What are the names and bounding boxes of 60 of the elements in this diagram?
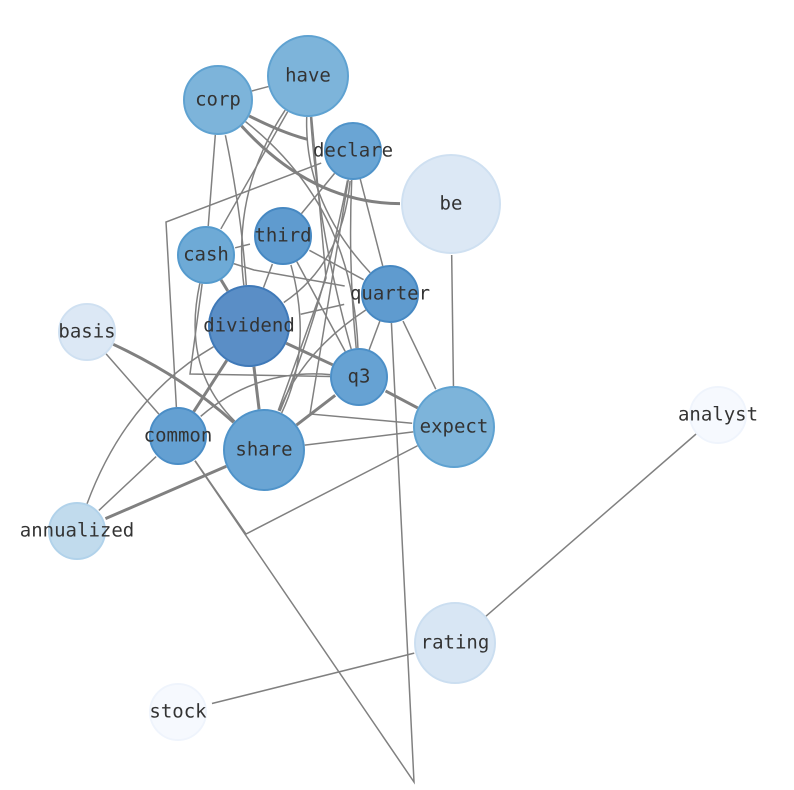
connector-line bbox=[194, 322, 415, 785]
connector-line bbox=[165, 162, 322, 408]
connector-line bbox=[233, 262, 345, 287]
connector-line bbox=[300, 172, 336, 214]
connector-line bbox=[278, 116, 327, 411]
connector-line bbox=[309, 180, 412, 424]
connector-line bbox=[248, 114, 308, 141]
node-label: be bbox=[440, 194, 462, 214]
connector-line bbox=[300, 304, 344, 315]
connector-line bbox=[296, 261, 346, 352]
connector-line bbox=[360, 178, 384, 266]
connector-line bbox=[106, 353, 160, 415]
node-label: cash bbox=[183, 246, 229, 264]
connector-line bbox=[240, 124, 400, 206]
connector-line bbox=[240, 110, 286, 286]
connector-line bbox=[485, 433, 697, 617]
node-label: corp bbox=[195, 90, 241, 110]
connector-line bbox=[350, 180, 357, 348]
connector-line bbox=[208, 134, 216, 226]
connector-line bbox=[309, 250, 364, 280]
node-label: q3 bbox=[348, 368, 370, 386]
node-label: basis bbox=[58, 322, 116, 342]
connector-line bbox=[296, 394, 336, 426]
connector-line bbox=[262, 264, 274, 288]
connector-line bbox=[200, 373, 330, 417]
connector-line bbox=[98, 456, 157, 511]
connector-line bbox=[310, 116, 352, 350]
connector-line bbox=[450, 254, 454, 386]
node-label: third bbox=[254, 226, 312, 246]
node-label: analyst bbox=[678, 406, 758, 424]
connector-line bbox=[104, 464, 227, 520]
connector-line bbox=[278, 309, 366, 412]
connector-line bbox=[189, 284, 330, 378]
connector-line bbox=[304, 431, 414, 446]
connector-line bbox=[234, 243, 250, 249]
node-label: have bbox=[285, 66, 331, 86]
connector-line bbox=[283, 180, 351, 304]
connector-line bbox=[220, 111, 288, 230]
connector-line bbox=[280, 264, 301, 414]
node-label: stock bbox=[149, 702, 207, 722]
connector-line bbox=[192, 360, 228, 412]
connector-line bbox=[384, 390, 418, 410]
connector-line bbox=[368, 320, 381, 350]
node-label: rating bbox=[420, 634, 490, 652]
connector-line bbox=[286, 342, 334, 366]
connector-line bbox=[212, 652, 414, 704]
connector-line bbox=[245, 121, 359, 348]
node-label: annualized bbox=[20, 522, 134, 540]
connector-line bbox=[252, 366, 261, 410]
node-label: expect bbox=[420, 418, 488, 436]
connector-line bbox=[224, 135, 248, 286]
connector-line bbox=[220, 279, 230, 292]
node-label: share bbox=[235, 440, 293, 460]
connector-line bbox=[402, 320, 436, 390]
connector-line bbox=[86, 346, 214, 504]
connector-line bbox=[112, 342, 235, 424]
connector-line bbox=[194, 445, 418, 535]
connector-line bbox=[279, 180, 348, 412]
connector-line bbox=[194, 283, 236, 422]
connector-line bbox=[252, 86, 269, 92]
